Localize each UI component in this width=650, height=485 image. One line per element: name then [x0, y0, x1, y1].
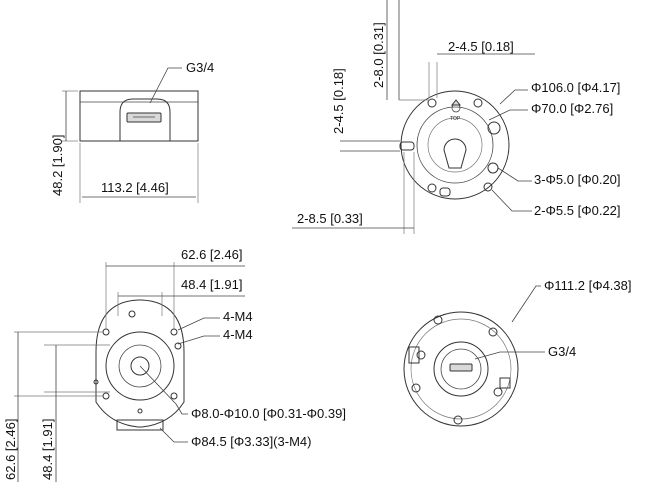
- front-view-screw-5: [493, 387, 503, 397]
- front-view-dia: Φ111.2 [Φ4.38]: [544, 278, 631, 293]
- side-view-width-label: 113.2 [4.46]: [101, 180, 169, 195]
- back-view-hole-1: [427, 98, 437, 108]
- bottom-view-hole-7: [174, 342, 182, 350]
- back-view-hole-3: [487, 162, 499, 174]
- bottom-view-hole-6: [93, 379, 99, 385]
- front-view-screw-1: [433, 315, 443, 325]
- back-view-slot-bottom: [439, 187, 451, 197]
- back-view-inner-circle: [416, 106, 494, 184]
- front-view-dia-leader: [511, 285, 541, 323]
- back-view-dim-top-right: 2-4.5 [0.18]: [448, 39, 514, 54]
- bottom-view-thread-b-leader: [177, 335, 220, 345]
- front-view-port-inner: [440, 348, 482, 390]
- back-view-hole-6: [483, 182, 493, 192]
- back-view-outer-leader: [499, 89, 528, 105]
- back-view-hole-2: [473, 98, 483, 108]
- side-view-thread-slot: [126, 112, 162, 123]
- back-view-hole-4: [427, 183, 437, 193]
- back-view-dim-bottom: 2-8.5 [0.33]: [297, 211, 363, 226]
- bottom-view-hole-4: [170, 392, 178, 400]
- side-view-body: [79, 90, 199, 142]
- bottom-view-hole-dia-leader: [175, 403, 188, 415]
- back-view: TOP 2-8.0 [0.31] 2-4.5 [0.18] 2-4.5 [0.1…: [292, 0, 621, 234]
- bottom-view-base-tab: [116, 419, 164, 431]
- back-view-keyhole: [443, 138, 467, 169]
- bottom-view-dim-h-outer: 62.6 [2.46]: [3, 419, 18, 480]
- back-view-dia-outer: Φ106.0 [Φ4.17]: [531, 80, 620, 95]
- front-view-outer-circle: [403, 311, 519, 427]
- bottom-view-dim-w-outer: 62.6 [2.46]: [181, 247, 242, 262]
- front-view-tab-left: [408, 346, 420, 364]
- front-view-thread: G3/4: [548, 344, 576, 359]
- bottom-view-pcd-leader: [159, 427, 188, 443]
- back-view-dia-inner: Φ70.0 [Φ2.76]: [531, 101, 613, 116]
- front-view-screw-4: [411, 383, 421, 393]
- back-view-holes-large: 2-Φ5.5 [Φ0.22]: [534, 203, 621, 218]
- bottom-view-dim-w-inner: 48.4 [1.91]: [181, 277, 242, 292]
- bottom-view-thread-a: 4-M4: [223, 309, 253, 324]
- back-view-hole-5: [487, 121, 501, 135]
- side-view-boss: [119, 98, 171, 141]
- bottom-view-hole-8: [137, 408, 143, 414]
- bottom-view-thread-a-leader: [177, 317, 220, 331]
- back-view-dim-top: 2-8.0 [0.31]: [371, 22, 386, 88]
- back-view-small-holes-leader: [497, 167, 532, 182]
- bottom-view-radial: [139, 365, 177, 405]
- back-view-large-holes-leader: [491, 189, 532, 212]
- bottom-view-ring: [105, 331, 175, 401]
- back-view-slot-left: [399, 141, 415, 151]
- bottom-view-center-hole: [130, 356, 150, 376]
- back-view-holes-small: 3-Φ5.0 [Φ0.20]: [534, 172, 621, 187]
- bottom-view-body: [95, 299, 185, 428]
- bottom-view-hole-5: [128, 310, 136, 318]
- bottom-view: 62.6 [2.46] 48.4 [1.91] 4-M4 4-M4 Φ8.0-Φ…: [3, 247, 346, 482]
- front-view-screw-2: [488, 327, 498, 337]
- side-view-thread-leader: [149, 67, 182, 104]
- back-view-top-mark: TOP: [450, 116, 461, 122]
- bottom-view-inner-ring: [118, 344, 162, 388]
- back-view-outer-circle: [400, 90, 510, 200]
- front-view-tab-right: [499, 377, 511, 389]
- back-view-inner-leader: [488, 109, 528, 121]
- front-view-thread-slot: [449, 363, 473, 372]
- back-view-top-arrow-icon: [450, 99, 462, 106]
- front-view-screw-3: [416, 350, 426, 360]
- front-view-rim: [410, 318, 512, 420]
- side-view: G3/4 113.2 [4.46] 48.2 [1.90]: [50, 60, 214, 203]
- front-view: Φ111.2 [Φ4.38] G3/4: [403, 278, 631, 427]
- bottom-view-dim-h-inner: 48.4 [1.91]: [40, 419, 55, 480]
- bottom-view-thread-b: 4-M4: [223, 327, 253, 342]
- side-view-height-label: 48.2 [1.90]: [50, 135, 65, 196]
- front-view-screw-6: [453, 415, 463, 425]
- bottom-view-pcd: Φ84.5 [Φ3.33](3-M4): [191, 434, 311, 449]
- back-view-center-circle: [427, 117, 483, 173]
- side-view-thread-label: G3/4: [186, 60, 214, 75]
- front-view-thread-leader: [474, 351, 545, 360]
- front-view-port: [433, 341, 489, 397]
- back-view-dim-side: 2-4.5 [0.18]: [331, 68, 346, 134]
- bottom-view-hole-dia: Φ8.0-Φ10.0 [Φ0.31-Φ0.39]: [191, 406, 346, 421]
